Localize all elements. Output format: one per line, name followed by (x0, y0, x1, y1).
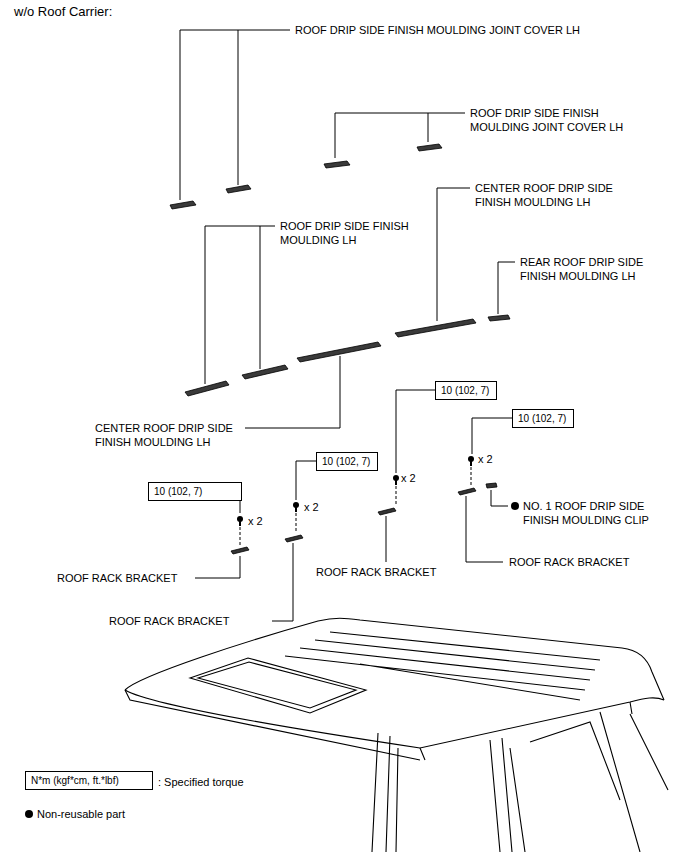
roof-outline (125, 618, 664, 700)
part-name: ROOF RACK BRACKET (109, 615, 229, 627)
moulding-strip (297, 342, 381, 362)
legend-text: : Specified torque (158, 776, 244, 788)
torque-value: 10 (102, 7) (441, 384, 491, 397)
leader-line (180, 30, 290, 200)
label-block: CENTER ROOF DRIP SIDE FINISH MOULDING LH (475, 181, 635, 209)
torque-box: 10 (102, 7) (148, 482, 242, 501)
part-name: CENTER ROOF DRIP SIDE FINISH MOULDING LH (95, 422, 233, 448)
non-reusable-dot (25, 810, 33, 818)
torque-value: 10 (102, 7) (518, 412, 568, 425)
torque-value: 10 (102, 7) (154, 485, 236, 498)
part-name: NO. 1 ROOF DRIP SIDE FINISH MOULDING CLI… (523, 500, 649, 526)
leader-line (396, 390, 435, 473)
torque-value: 10 (102, 7) (322, 455, 372, 468)
label-block: NO. 1 ROOF DRIP SIDE FINISH MOULDING CLI… (523, 499, 678, 527)
moulding-clip (486, 483, 497, 488)
part-name: ROOF DRIP SIDE FINISH MOULDING JOINT COV… (295, 24, 580, 36)
part-name: ROOF DRIP SIDE FINISH MOULDING LH (280, 220, 409, 246)
part-name: REAR ROOF DRIP SIDE FINISH MOULDING LH (520, 256, 643, 282)
part-name: ROOF RACK BRACKET (57, 572, 177, 584)
label-block: x 2 (248, 514, 263, 528)
leader-line (195, 556, 240, 578)
label-block: ROOF RACK BRACKET (57, 571, 177, 585)
joint-cover (226, 185, 251, 193)
title-block: w/o Roof Carrier: (14, 4, 112, 20)
leader-line (205, 226, 275, 384)
leader-line (240, 501, 241, 513)
bolt (468, 456, 474, 486)
moulding-strip (395, 319, 476, 337)
quantity-note: x 2 (248, 515, 263, 527)
bolt (237, 516, 243, 545)
vehicle-roof (125, 618, 668, 852)
roof-rack-bracket (378, 508, 396, 515)
part-name: ROOF DRIP SIDE FINISH MOULDING JOINT COV… (470, 107, 623, 133)
joint-cover (170, 201, 196, 209)
roof-rack-bracket (231, 547, 249, 554)
label-block: ROOF RACK BRACKET (509, 555, 629, 569)
leader-line (498, 262, 515, 314)
non-reusable-dot (511, 502, 519, 510)
pillar (372, 712, 668, 852)
unit-legend-box: N*m (kgf*cm, ft.*lbf) (25, 771, 153, 790)
leader-line (296, 461, 316, 500)
leader-line (437, 188, 470, 321)
roof-rack-bracket (285, 535, 303, 542)
label-block: REAR ROOF DRIP SIDE FINISH MOULDING LH (520, 255, 670, 283)
label-block: x 2 (304, 500, 319, 514)
quantity-note: x 2 (401, 472, 416, 484)
bolt (393, 475, 399, 506)
leader-line (472, 418, 512, 454)
torque-box: 10 (102, 7) (512, 409, 574, 428)
label-block: ROOF RACK BRACKET (109, 614, 229, 628)
window (396, 722, 620, 852)
part-name: CENTER ROOF DRIP SIDE FINISH MOULDING LH (475, 182, 613, 208)
label-block: ROOF DRIP SIDE FINISH MOULDING LH (280, 219, 430, 247)
roof-rack-bracket (458, 488, 476, 495)
part-name: ROOF RACK BRACKET (316, 566, 436, 578)
moulding-strip (185, 381, 229, 396)
label-block: x 2 (478, 452, 493, 466)
torque-box: 10 (102, 7) (316, 452, 378, 471)
leader-lines (180, 30, 515, 621)
sunroof (190, 658, 366, 713)
leader-line (245, 356, 340, 428)
label-block: x 2 (401, 471, 416, 485)
legend-item: : Specified torque (158, 775, 244, 789)
leader-line (335, 113, 465, 158)
label-block: CENTER ROOF DRIP SIDE FINISH MOULDING LH (95, 421, 255, 449)
quantity-note: x 2 (478, 453, 493, 465)
roof-edge (125, 690, 632, 760)
legend-item: Non-reusable part (37, 807, 125, 821)
torque-box: 10 (102, 7) (435, 381, 497, 400)
roof-slat (285, 632, 600, 700)
label-block: ROOF DRIP SIDE FINISH MOULDING JOINT COV… (295, 23, 580, 37)
part-name: ROOF RACK BRACKET (509, 556, 629, 568)
diagram-title: w/o Roof Carrier: (14, 4, 112, 19)
label-block: ROOF RACK BRACKET (316, 565, 436, 579)
brackets (25, 483, 519, 818)
leader-line (272, 543, 293, 621)
joint-cover (417, 144, 442, 151)
moulding-strip (488, 315, 510, 321)
quantity-note: x 2 (304, 501, 319, 513)
leader-line (386, 516, 387, 562)
legend-text: Non-reusable part (37, 808, 125, 820)
moulding-strip (242, 365, 288, 379)
bolt (293, 502, 299, 533)
leader-line (491, 490, 508, 506)
joint-cover (324, 161, 350, 168)
label-block: ROOF DRIP SIDE FINISH MOULDING JOINT COV… (470, 106, 645, 134)
moulding-parts (170, 144, 510, 396)
torque-value: N*m (kgf*cm, ft.*lbf) (31, 774, 147, 787)
roof-outline (125, 690, 664, 748)
